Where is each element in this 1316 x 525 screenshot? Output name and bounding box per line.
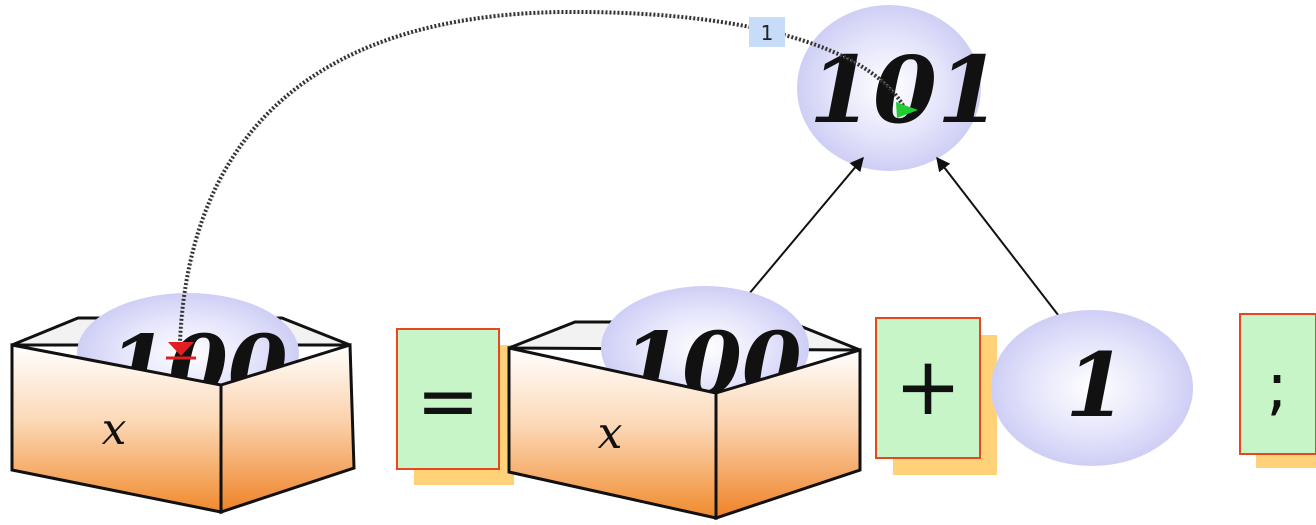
right-variable-name: x — [598, 408, 623, 459]
assign-operator-text: = — [416, 356, 480, 445]
assignment-step-label: 1 — [749, 17, 785, 47]
terminator-card: ; — [1239, 313, 1316, 468]
plus-operator-card: + — [875, 317, 997, 475]
variable-box-left: 100 x — [10, 293, 356, 515]
plus-operator-text: + — [894, 340, 961, 433]
flow-start-marker-icon — [896, 102, 918, 118]
assignment-step-label-text: 1 — [761, 21, 774, 45]
assignment-flow-path — [178, 9, 907, 343]
literal-value-bubble: 1 — [991, 310, 1193, 466]
flow-end-marker-icon — [166, 342, 196, 360]
flow-arrow-x-to-result — [732, 156, 864, 314]
terminator-text: ; — [1266, 350, 1288, 424]
result-value-bubble: 101 — [797, 5, 1001, 171]
variable-box-right: 100 x — [507, 286, 862, 521]
flow-arrow-literal-to-result — [936, 156, 1073, 334]
assignment-flow-path-shadow — [181, 12, 908, 344]
literal-value-text: 1 — [1065, 333, 1126, 437]
assign-operator-card: = — [396, 328, 514, 485]
left-variable-name: x — [102, 404, 127, 455]
